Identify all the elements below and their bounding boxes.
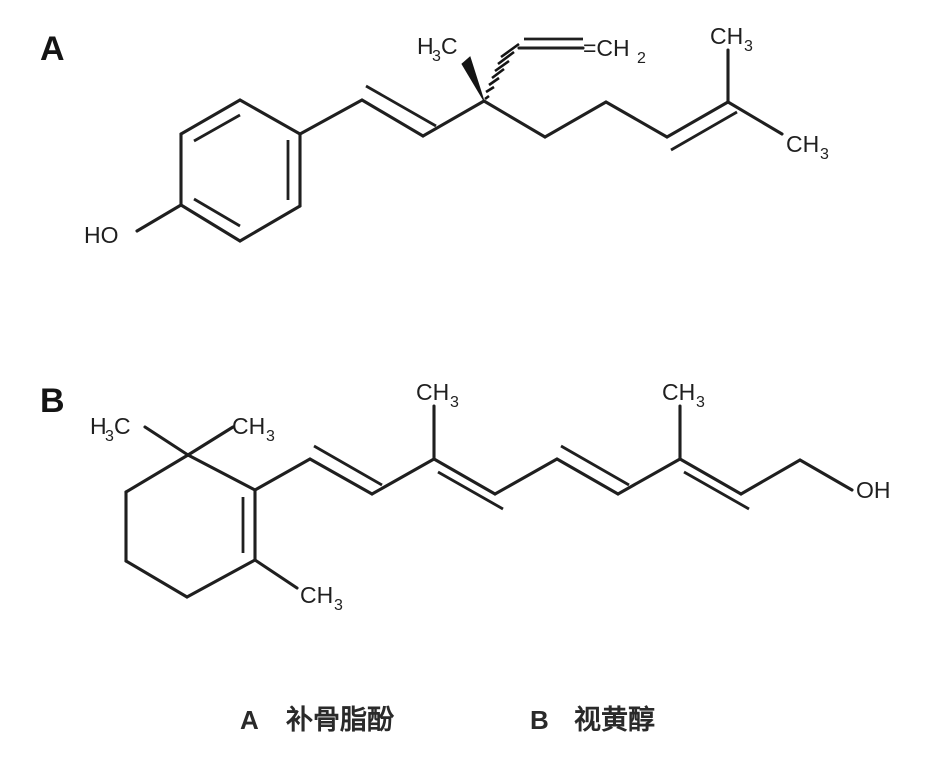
phenol-oxygen-bond xyxy=(135,203,183,233)
hash-5 xyxy=(494,59,510,73)
cyclohexene-ring xyxy=(124,453,257,599)
methyl-wedge-bond xyxy=(461,56,485,102)
chain-bond-c3-c4 xyxy=(604,100,669,139)
terminal-methyl-top-label: CH 3 xyxy=(710,23,753,55)
svg-text:H: H xyxy=(417,33,434,59)
svg-text:3: 3 xyxy=(266,428,275,445)
panel-b-letter: B xyxy=(40,382,65,420)
chain-b-double-1-main xyxy=(308,457,374,496)
svg-text:CH: CH xyxy=(416,379,449,405)
ring-methyl-bottom-bond xyxy=(253,558,299,590)
svg-text:=CH: =CH xyxy=(583,35,630,61)
hash-2 xyxy=(485,85,495,94)
caption-a-name: 补骨脂酚 xyxy=(286,705,395,735)
chain-methyl-1-label: CH 3 xyxy=(416,379,459,411)
chain-b-double-2-main xyxy=(432,457,497,496)
hash-3 xyxy=(488,76,500,87)
svg-text:3: 3 xyxy=(744,38,753,55)
svg-text:C: C xyxy=(114,413,131,439)
gem-methyl-right-label: CH 3 xyxy=(232,413,275,445)
chain-b-double-4-main xyxy=(678,457,743,496)
ring-bond-c3-c4 xyxy=(238,98,302,136)
ring-b-bond-r6-r1 xyxy=(124,453,190,494)
chain-b-double-3-main xyxy=(555,457,620,496)
gem-methyl-left-bond xyxy=(143,425,190,457)
chain-b-double-1-inner xyxy=(313,444,383,487)
styryl-double-bond-main xyxy=(360,98,425,138)
ring-b-bond-r3-r4 xyxy=(185,558,257,599)
hash-4 xyxy=(491,67,505,80)
ring-methyl-bottom-label: CH 3 xyxy=(300,582,343,614)
gem-methyl-right-bond xyxy=(186,425,235,457)
svg-text:H: H xyxy=(90,413,107,439)
svg-text:3: 3 xyxy=(105,428,114,445)
chain-b-double-3-inner xyxy=(560,444,630,487)
svg-text:CH: CH xyxy=(710,23,743,49)
chain-b-double-2-inner xyxy=(437,470,504,511)
caption-b-letter: B xyxy=(530,705,549,735)
hydroxyl-label-b: OH xyxy=(856,477,891,503)
terminal-methyl-bottom-bond xyxy=(726,100,784,136)
vinyl-terminal-label: =CH 2 xyxy=(583,35,646,67)
styryl-bond-ring-to-c1 xyxy=(298,98,364,136)
panel-a-bakuchiol: A HO H 3 C xyxy=(40,23,829,248)
chain-b-bond-p6-p7 xyxy=(616,457,682,496)
svg-text:3: 3 xyxy=(820,146,829,163)
ring-inner-c2-c3 xyxy=(193,113,241,143)
svg-text:CH: CH xyxy=(300,582,333,608)
svg-text:2: 2 xyxy=(637,50,646,67)
phenol-ring xyxy=(179,98,302,243)
chain-double-bond-inner xyxy=(670,110,738,152)
terminal-methyl-bottom-label: CH 3 xyxy=(786,131,829,163)
chain-b-bond-p4-p5 xyxy=(493,457,559,496)
chain-b-bond-to-hydroxyl xyxy=(798,458,854,492)
ring-bond-c6-c1 xyxy=(179,203,242,243)
ring-b-bond-r4-r5 xyxy=(124,559,189,599)
ring-b-bond-r1-r2 xyxy=(186,453,257,492)
ring-bond-c2-c3 xyxy=(179,98,242,136)
chain-b-bond-ring-to-p1 xyxy=(253,457,312,492)
hydroxyl-label-a: HO xyxy=(84,222,119,248)
svg-text:3: 3 xyxy=(334,597,343,614)
panel-b-retinol: B H 3 C CH 3 CH 3 xyxy=(40,379,891,614)
svg-text:3: 3 xyxy=(696,394,705,411)
gem-methyl-left-label: H 3 C xyxy=(90,413,131,445)
hash-7 xyxy=(500,42,520,59)
chain-methyl-2-label: CH 3 xyxy=(662,379,705,411)
svg-text:3: 3 xyxy=(432,48,441,65)
vinyl-hashed-wedge xyxy=(484,42,520,101)
svg-text:CH: CH xyxy=(786,131,819,157)
chain-b-bond-p2-p3 xyxy=(370,457,436,496)
svg-text:3: 3 xyxy=(450,394,459,411)
chain-b-double-4-inner xyxy=(683,470,750,511)
svg-text:C: C xyxy=(441,33,458,59)
chain-double-bond-main xyxy=(665,100,730,139)
ring-bond-c5-c6 xyxy=(238,204,302,243)
chain-b-bond-p8-p9 xyxy=(739,458,802,496)
panel-a-letter: A xyxy=(40,30,65,68)
hash-6 xyxy=(497,50,515,66)
chain-bond-c1-c2 xyxy=(482,99,547,139)
ring-inner-c6-c1 xyxy=(193,197,241,228)
chain-bond-c2-c3 xyxy=(543,100,608,139)
caption-b-name: 视黄醇 xyxy=(574,704,655,735)
svg-text:CH: CH xyxy=(232,413,265,439)
svg-text:CH: CH xyxy=(662,379,695,405)
methyl-wedge-label: H 3 C xyxy=(417,33,458,65)
hash-1 xyxy=(484,94,490,101)
caption-a-letter: A xyxy=(240,705,259,735)
styryl-double-bond-inner xyxy=(365,84,437,128)
styryl-bond-to-stereocenter xyxy=(421,99,486,138)
figure-caption: A 补骨脂酚 B 视黄醇 xyxy=(240,704,655,735)
